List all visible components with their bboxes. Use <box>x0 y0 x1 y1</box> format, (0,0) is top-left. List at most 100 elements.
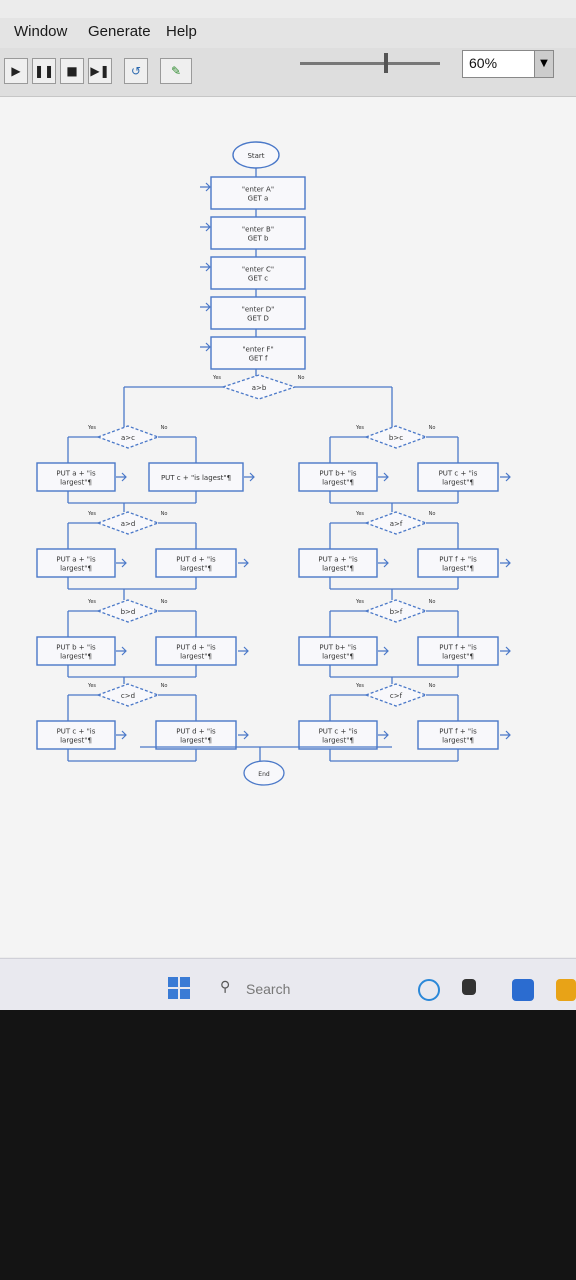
menu-help[interactable]: Help <box>166 23 197 40</box>
speed-slider[interactable] <box>300 53 440 73</box>
input-box <box>210 336 306 370</box>
arrow-icon <box>244 472 255 482</box>
search-icon: ⚲ <box>220 979 231 995</box>
arrow-icon <box>500 646 511 656</box>
folder-icon[interactable] <box>556 979 576 1001</box>
output-box <box>36 720 116 750</box>
box-text: largest"¶ <box>322 479 354 487</box>
monitor-screen: Window Generate Help ▶ ❚❚ ■ ▶❚ ↺ ✎ 60% ▼… <box>0 0 576 1010</box>
arrow-icon <box>238 730 249 740</box>
reset-icon[interactable]: ↺ <box>124 58 148 84</box>
app-icon[interactable] <box>462 979 476 995</box>
decision-diamond <box>364 599 428 623</box>
arrow-icon <box>200 262 211 272</box>
box-text: largest"¶ <box>180 565 212 573</box>
arrow-icon <box>200 182 211 192</box>
desk-surface <box>0 1010 576 1280</box>
box-text: PUT d + "is <box>176 556 216 564</box>
pen-icon[interactable]: ✎ <box>160 58 192 84</box>
menu-bar: Window Generate Help <box>0 18 576 48</box>
decision-label: a>b <box>252 384 267 392</box>
arrow-icon <box>378 472 389 482</box>
speed-slider-thumb[interactable] <box>384 53 388 73</box>
search-label: Search <box>246 981 291 997</box>
box-text: largest"¶ <box>60 565 92 573</box>
flowchart: Start"enter A"GET a"enter B"GET b"enter … <box>36 141 511 786</box>
no-label: No <box>429 599 436 605</box>
box-text: largest"¶ <box>322 737 354 745</box>
output-box <box>155 636 237 666</box>
decision-diamond <box>364 511 428 535</box>
no-label: No <box>161 425 168 431</box>
windows-start-icon[interactable] <box>168 977 190 999</box>
pause-icon[interactable]: ❚❚ <box>32 58 56 84</box>
box-text: PUT b+ "is <box>319 470 357 478</box>
play-icon[interactable]: ▶ <box>4 58 28 84</box>
box-text: largest"¶ <box>322 653 354 661</box>
box-text: largest"¶ <box>442 479 474 487</box>
decision-label: c>f <box>390 692 403 700</box>
decision-label: b>d <box>121 608 136 616</box>
zoom-select[interactable]: 60% ▼ <box>462 50 554 78</box>
arrow-icon <box>378 646 389 656</box>
box-text: "enter C" <box>242 266 274 274</box>
step-icon[interactable]: ▶❚ <box>88 58 112 84</box>
box-text: PUT c + "is lagest"¶ <box>161 474 231 482</box>
output-box <box>298 720 378 750</box>
decision-label: a>d <box>121 520 136 528</box>
box-text: PUT f + "is <box>439 644 477 652</box>
output-box <box>36 462 116 492</box>
decision-diamond <box>364 425 428 449</box>
box-text: GET b <box>248 235 269 243</box>
output-box <box>417 462 499 492</box>
input-box <box>210 296 306 330</box>
box-text: PUT c + "is <box>319 728 358 736</box>
end-label: End <box>258 771 270 778</box>
box-text: PUT c + "is <box>57 728 96 736</box>
box-text: GET c <box>248 275 268 283</box>
box-text: PUT b + "is <box>56 644 96 652</box>
output-box <box>298 548 378 578</box>
arrow-icon <box>378 558 389 568</box>
box-text: largest"¶ <box>322 565 354 573</box>
no-label: No <box>429 425 436 431</box>
no-label: No <box>161 511 168 517</box>
output-box <box>36 636 116 666</box>
arrow-icon <box>116 472 127 482</box>
box-text: largest"¶ <box>180 737 212 745</box>
box-text: PUT f + "is <box>439 728 477 736</box>
no-label: No <box>429 511 436 517</box>
arrow-icon <box>378 730 389 740</box>
box-text: PUT a + "is <box>56 470 96 478</box>
arrow-icon <box>200 222 211 232</box>
yes-label: Yes <box>212 375 221 381</box>
box-text: largest"¶ <box>60 653 92 661</box>
box-text: GET D <box>247 315 269 323</box>
arrow-icon <box>200 302 211 312</box>
bing-icon[interactable] <box>418 979 440 1001</box>
arrow-icon <box>116 646 127 656</box>
menu-window[interactable]: Window <box>14 23 68 40</box>
box-text: "enter A" <box>242 186 274 194</box>
chevron-down-icon[interactable]: ▼ <box>534 51 553 77</box>
box-text: GET f <box>249 355 268 363</box>
input-box <box>210 256 306 290</box>
yes-label: Yes <box>87 683 96 689</box>
arrow-icon <box>238 646 249 656</box>
no-label: No <box>161 599 168 605</box>
chat-icon[interactable] <box>512 979 534 1001</box>
decision-label: b>f <box>390 608 403 616</box>
decision-label: a>f <box>390 520 403 528</box>
arrow-icon <box>500 730 511 740</box>
output-box <box>36 548 116 578</box>
box-text: largest"¶ <box>60 737 92 745</box>
arrow-icon <box>238 558 249 568</box>
output-box <box>148 462 244 492</box>
box-text: largest"¶ <box>60 479 92 487</box>
arrow-icon <box>500 558 511 568</box>
stop-icon[interactable]: ■ <box>60 58 84 84</box>
yes-label: Yes <box>87 599 96 605</box>
menu-generate[interactable]: Generate <box>88 23 151 40</box>
start-label: Start <box>247 152 264 160</box>
taskbar-search[interactable]: ⚲ Search <box>214 977 394 1001</box>
